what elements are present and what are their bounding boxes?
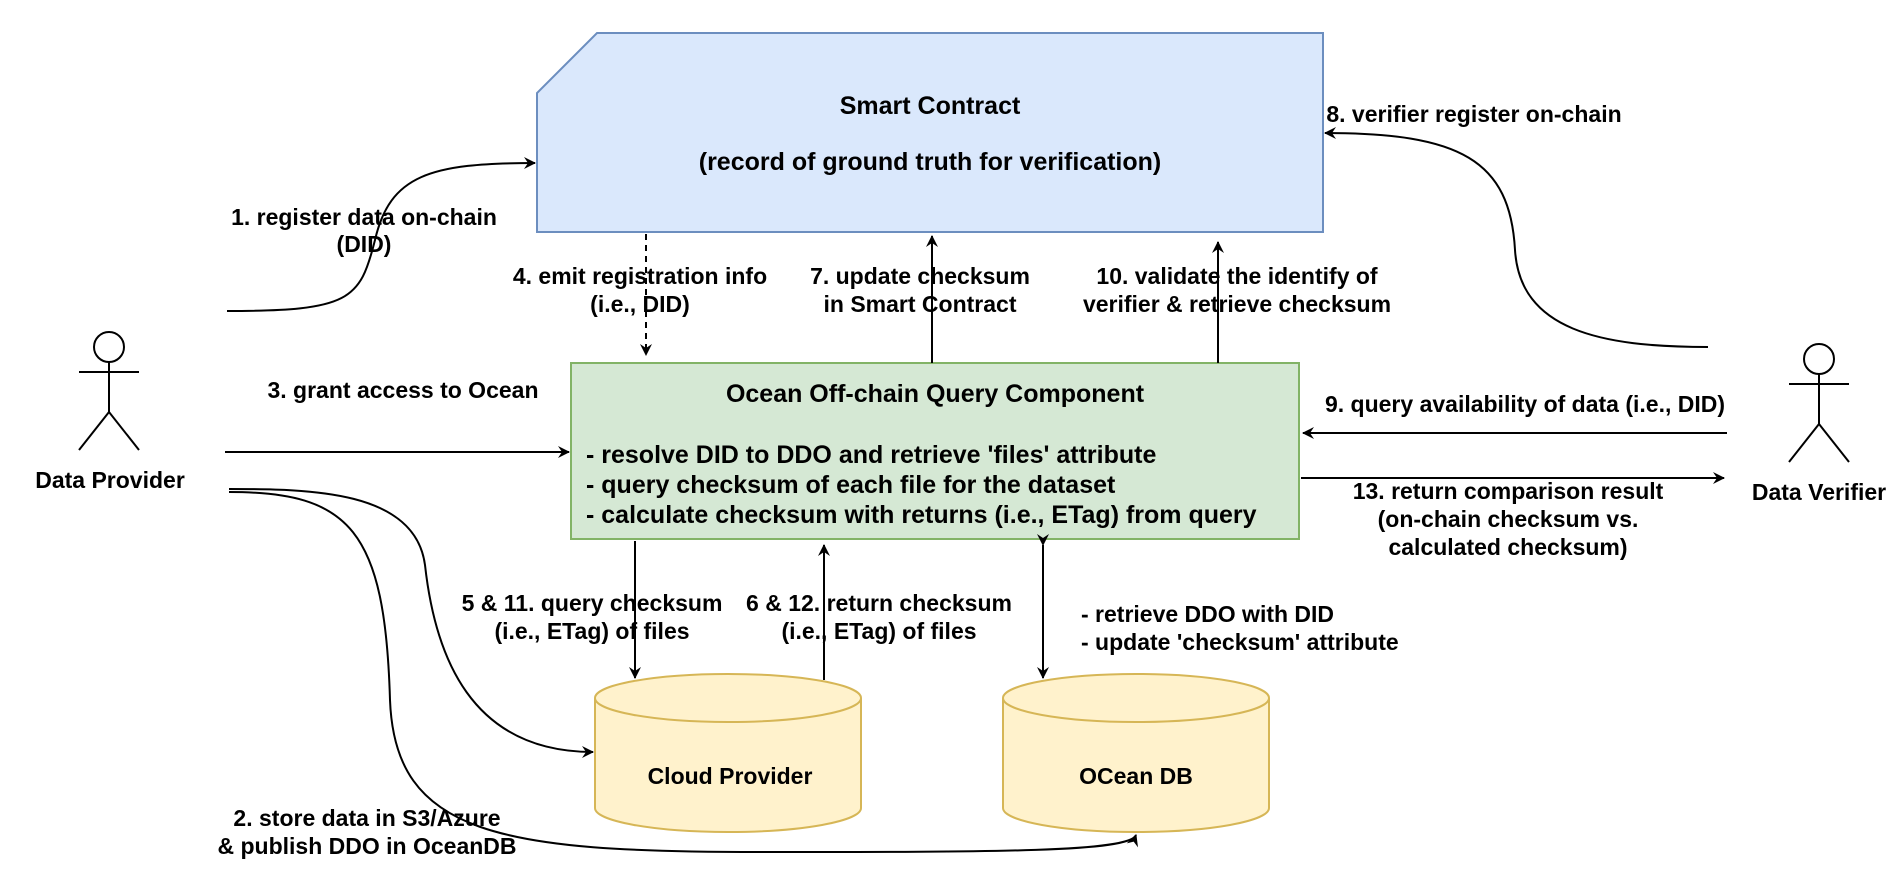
data-provider-label: Data Provider [35, 467, 185, 493]
cloud-provider-cylinder-body [594, 698, 862, 833]
edge-label: 13. return comparison result [1353, 478, 1664, 504]
cloud-provider-cylinder-top [594, 673, 862, 723]
actor-icon [1788, 343, 1850, 463]
edge-label: 10. validate the identify of [1096, 263, 1378, 289]
edge-label: 4. emit registration info [513, 263, 767, 289]
cloud-provider-database: Cloud Provider [594, 673, 862, 833]
edge-label: 9. query availability of data (i.e., DID… [1325, 391, 1725, 417]
edge-label: (on-chain checksum vs. [1378, 506, 1639, 532]
query-component-line: - resolve DID to DDO and retrieve 'files… [586, 441, 1156, 469]
edge-label: - update 'checksum' attribute [1081, 629, 1399, 655]
edge-label: - retrieve DDO with DID [1081, 601, 1334, 627]
edge-label: 2. store data in S3/Azure [233, 805, 500, 831]
edge-register-data [226, 157, 536, 312]
query-component-shape [570, 362, 1300, 540]
ocean-db-database: OCean DB [1002, 673, 1270, 833]
edge-label: 8. verifier register on-chain [1326, 101, 1621, 127]
edge-label: 7. update checksum [810, 263, 1030, 289]
edge-store-to-cloud [228, 488, 594, 758]
edges [225, 127, 1727, 854]
edge-label: 5 & 11. query checksum [462, 590, 723, 616]
edge-verifier-register [1324, 127, 1709, 348]
query-component-line: - calculate checksum with returns (i.e.,… [586, 501, 1257, 529]
edge-store-publish [228, 491, 1138, 854]
edge-label: in Smart Contract [824, 291, 1017, 317]
ocean-db-cylinder-body [1002, 698, 1270, 833]
data-verifier-label: Data Verifier [1752, 479, 1886, 505]
query-component-node: Ocean Off-chain Query Component - resolv… [570, 362, 1300, 540]
edge-label: (i.e., ETag) of files [781, 618, 976, 644]
cloud-provider-label: Cloud Provider [648, 763, 813, 789]
edge-labels: 1. register data on-chain (DID) 2. store… [217, 101, 1725, 859]
ocean-db-label: OCean DB [1079, 763, 1193, 789]
edge-label: verifier & retrieve checksum [1083, 291, 1391, 317]
smart-contract-subtitle: (record of ground truth for verification… [699, 148, 1162, 176]
query-component-title: Ocean Off-chain Query Component [726, 380, 1145, 408]
edge-label: 6 & 12. return checksum [746, 590, 1012, 616]
actor-icon [78, 331, 140, 451]
query-component-line: - query checksum of each file for the da… [586, 471, 1116, 499]
edge-label: 3. grant access to Ocean [267, 377, 538, 403]
ocean-db-cylinder-top [1002, 673, 1270, 723]
edge-label: 1. register data on-chain [231, 204, 497, 230]
edge-label: (DID) [337, 231, 392, 257]
data-verifier-actor: Data Verifier [1752, 343, 1886, 505]
smart-contract-title: Smart Contract [840, 92, 1021, 120]
smart-contract-shape [536, 32, 1324, 233]
data-provider-actor: Data Provider [35, 331, 185, 493]
edge-label: & publish DDO in OceanDB [217, 833, 516, 859]
smart-contract-node: Smart Contract (record of ground truth f… [536, 32, 1324, 233]
edge-label: calculated checksum) [1388, 534, 1627, 560]
edge-label: (i.e., DID) [590, 291, 690, 317]
edge-label: (i.e., ETag) of files [494, 618, 689, 644]
